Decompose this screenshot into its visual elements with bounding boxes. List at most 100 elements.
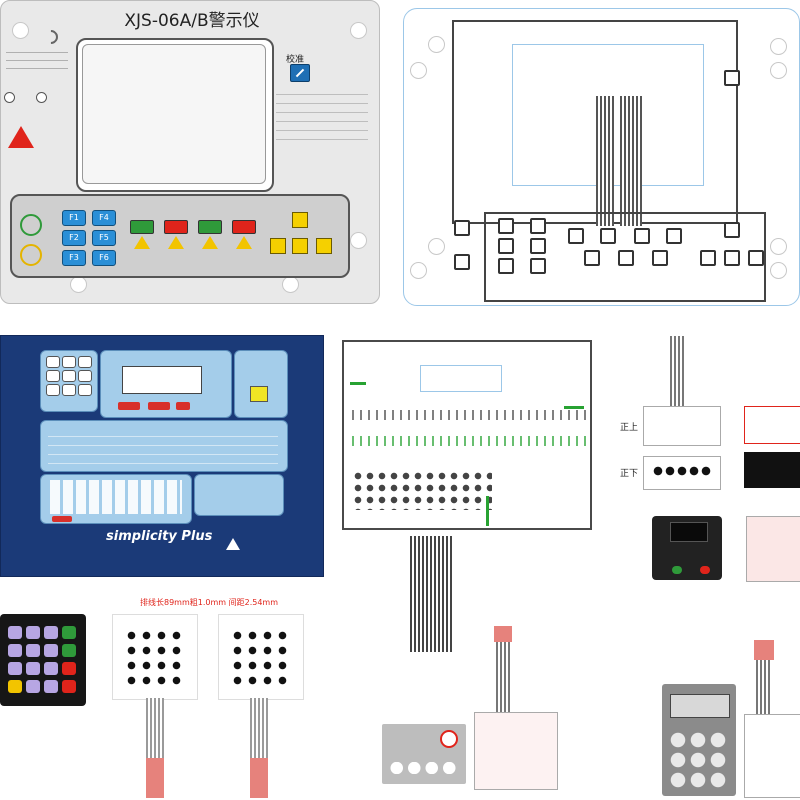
lcd-window-inner — [82, 44, 266, 184]
keypad-key[interactable] — [44, 644, 58, 657]
drive-buttons[interactable] — [668, 730, 730, 790]
keypad-key[interactable] — [8, 662, 22, 675]
keypad-key[interactable] — [78, 384, 92, 396]
mount-hole — [70, 276, 87, 293]
led-controller-card-dark — [744, 452, 800, 488]
mount-hole — [350, 22, 367, 39]
contact-pad — [530, 258, 546, 274]
warning-key-icon[interactable] — [168, 236, 184, 249]
power-button[interactable] — [20, 214, 42, 236]
reset-button[interactable] — [20, 244, 42, 266]
stop-button[interactable] — [232, 220, 256, 234]
f3-button[interactable]: F3 — [62, 250, 86, 266]
keypad-key[interactable] — [44, 626, 58, 639]
keypad-key[interactable] — [44, 680, 58, 693]
keypad-key[interactable] — [26, 626, 40, 639]
keypad-key[interactable] — [62, 644, 76, 657]
cancel-button[interactable] — [164, 220, 188, 234]
keypad-key[interactable] — [78, 356, 92, 368]
mount-hole — [410, 62, 427, 79]
notes-text — [276, 88, 368, 146]
contact-pad — [724, 222, 740, 238]
keypad-key[interactable] — [8, 644, 22, 657]
select-confirm-area — [194, 474, 284, 516]
keypad-key[interactable] — [46, 356, 60, 368]
keypad-key[interactable] — [46, 384, 60, 396]
led-controller-card — [744, 406, 800, 444]
run-button[interactable] — [672, 566, 682, 574]
keypad-key[interactable] — [62, 356, 76, 368]
access-key[interactable] — [250, 386, 268, 402]
indicator-led — [36, 92, 47, 103]
arrow-up-button[interactable] — [292, 212, 308, 228]
lcd-display — [122, 366, 202, 394]
mount-hole — [12, 22, 29, 39]
keypad-key[interactable] — [26, 644, 40, 657]
f2-button[interactable]: F2 — [62, 230, 86, 246]
keypad-key[interactable] — [62, 680, 76, 693]
warning-key-icon[interactable] — [202, 236, 218, 249]
mount-hole — [428, 36, 445, 53]
flex-tail — [620, 96, 642, 226]
flex-connector — [494, 626, 512, 642]
command-keys[interactable] — [48, 430, 278, 464]
flex-connector — [754, 640, 774, 660]
contact-pad — [634, 228, 650, 244]
keypad-key[interactable] — [62, 384, 76, 396]
flex-tail — [146, 698, 164, 758]
controller-display — [670, 522, 708, 542]
calibrate-label: 校准 — [286, 55, 305, 65]
contact-pad — [748, 250, 764, 266]
confirm-button[interactable] — [130, 220, 154, 234]
warning-icon — [226, 538, 240, 550]
stop-button[interactable] — [700, 566, 710, 574]
contact-pad — [584, 250, 600, 266]
calibrate-button[interactable] — [290, 64, 310, 82]
keypad-key[interactable] — [44, 662, 58, 675]
reset-key[interactable] — [176, 402, 190, 410]
keypad-key[interactable] — [78, 370, 92, 382]
device-title: XJS-06A/B警示仪 — [124, 11, 260, 31]
keypad-key[interactable] — [62, 626, 76, 639]
dot-matrix — [124, 628, 184, 688]
mount-hole — [350, 232, 367, 249]
letter-keys[interactable] — [50, 480, 182, 514]
delete-key[interactable] — [52, 516, 72, 522]
controller-overlay — [746, 516, 800, 582]
keypad-key[interactable] — [26, 680, 40, 693]
keypad-key[interactable] — [62, 370, 76, 382]
warning-key-icon[interactable] — [236, 236, 252, 249]
arrow-right-button[interactable] — [316, 238, 332, 254]
start-stop-key[interactable] — [118, 402, 140, 410]
silence-key[interactable] — [148, 402, 170, 410]
mount-hole — [770, 238, 787, 255]
controls-area — [234, 350, 288, 418]
mount-hole — [282, 276, 299, 293]
window-outline — [420, 365, 502, 392]
f5-button[interactable]: F5 — [92, 230, 116, 246]
mount-hole — [770, 38, 787, 55]
start-button[interactable] — [198, 220, 222, 234]
keypad-key[interactable] — [8, 626, 22, 639]
keypad-key[interactable] — [62, 662, 76, 675]
keypad-key[interactable] — [26, 662, 40, 675]
flex-tail — [496, 642, 510, 712]
arrow-left-button[interactable] — [270, 238, 286, 254]
trace-green — [350, 382, 366, 385]
trace — [342, 340, 592, 342]
f1-button[interactable]: F1 — [62, 210, 86, 226]
warning-key-icon[interactable] — [134, 236, 150, 249]
warning-triangle-icon — [8, 126, 34, 148]
flex-tail — [670, 336, 684, 408]
trace-green — [486, 496, 489, 526]
keypad-circuit — [474, 712, 558, 790]
f6-button[interactable]: F6 — [92, 250, 116, 266]
mount-hole — [770, 62, 787, 79]
onoff-button[interactable] — [440, 730, 458, 748]
arrow-ok-button[interactable] — [292, 238, 308, 254]
keypad-key[interactable] — [8, 680, 22, 693]
flex-tail — [596, 96, 614, 226]
keypad-key[interactable] — [46, 370, 60, 382]
arrow-buttons[interactable] — [388, 762, 458, 774]
f4-button[interactable]: F4 — [92, 210, 116, 226]
